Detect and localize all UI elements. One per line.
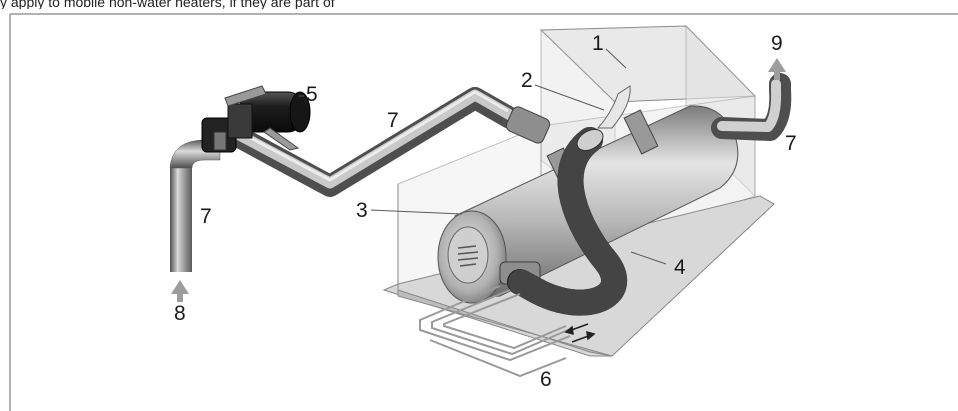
callout-7-right: 7 <box>785 132 797 155</box>
fuel-lines <box>419 285 571 378</box>
callout-1: 1 <box>592 32 604 55</box>
double-arrow-icon <box>564 323 596 343</box>
callout-5: 5 <box>306 83 318 106</box>
up-arrow-icon <box>171 280 189 302</box>
callout-7-middle: 7 <box>387 109 399 132</box>
callout-4: 4 <box>674 256 686 279</box>
heater-unit <box>437 73 792 304</box>
callout-2: 2 <box>521 69 533 92</box>
fan-grille-icon <box>457 245 479 267</box>
callout-6: 6 <box>540 368 552 391</box>
exhaust-hose <box>507 85 631 316</box>
callout-9: 9 <box>771 32 783 55</box>
connecting-pipe-middle <box>219 87 521 197</box>
callout-3: 3 <box>356 199 368 222</box>
inlet-pipe-left <box>169 139 221 272</box>
cropped-header-text: y apply to mobile non-water heaters, if … <box>0 0 335 9</box>
callout-leaders <box>299 48 667 265</box>
circulation-pump <box>201 85 311 153</box>
up-arrow-icon <box>768 58 786 80</box>
callout-8: 8 <box>174 302 186 325</box>
callout-7-left: 7 <box>200 205 212 228</box>
